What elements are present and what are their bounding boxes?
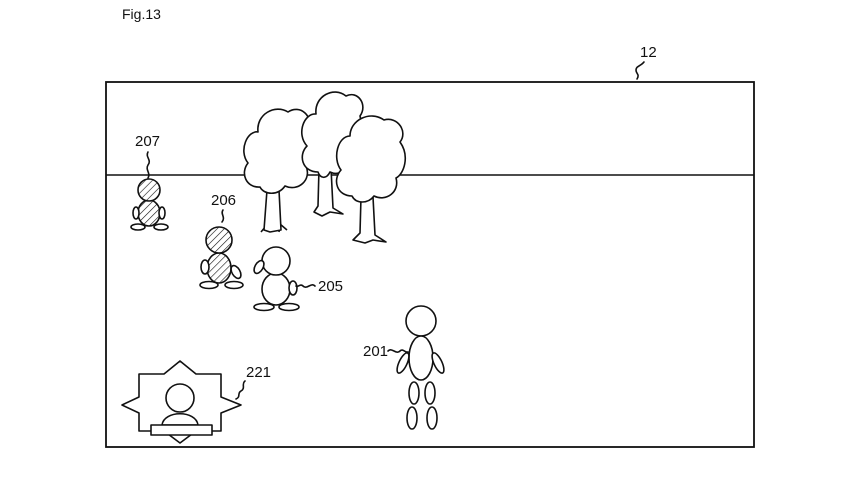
svg-text:201: 201	[363, 343, 388, 360]
svg-text:205: 205	[318, 278, 343, 295]
label-205: 205	[295, 278, 343, 295]
label-221: 221	[235, 364, 271, 400]
svg-text:12: 12	[640, 44, 657, 61]
indicator-221	[121, 360, 242, 444]
svg-text:221: 221	[246, 364, 271, 381]
character-205	[253, 246, 300, 312]
svg-text:206: 206	[211, 192, 236, 209]
label-206: 206	[211, 192, 236, 223]
label-201: 201	[363, 343, 409, 360]
figure-title: Fig.13	[122, 6, 161, 22]
label-207: 207	[135, 133, 160, 179]
svg-text:207: 207	[135, 133, 160, 150]
tree-right	[335, 115, 407, 244]
display-label-12: 12	[635, 44, 657, 80]
player-character-201	[396, 305, 445, 430]
character-207	[130, 178, 169, 231]
character-206	[199, 226, 244, 290]
tree-left	[243, 108, 315, 233]
display-screen-frame	[105, 81, 755, 448]
